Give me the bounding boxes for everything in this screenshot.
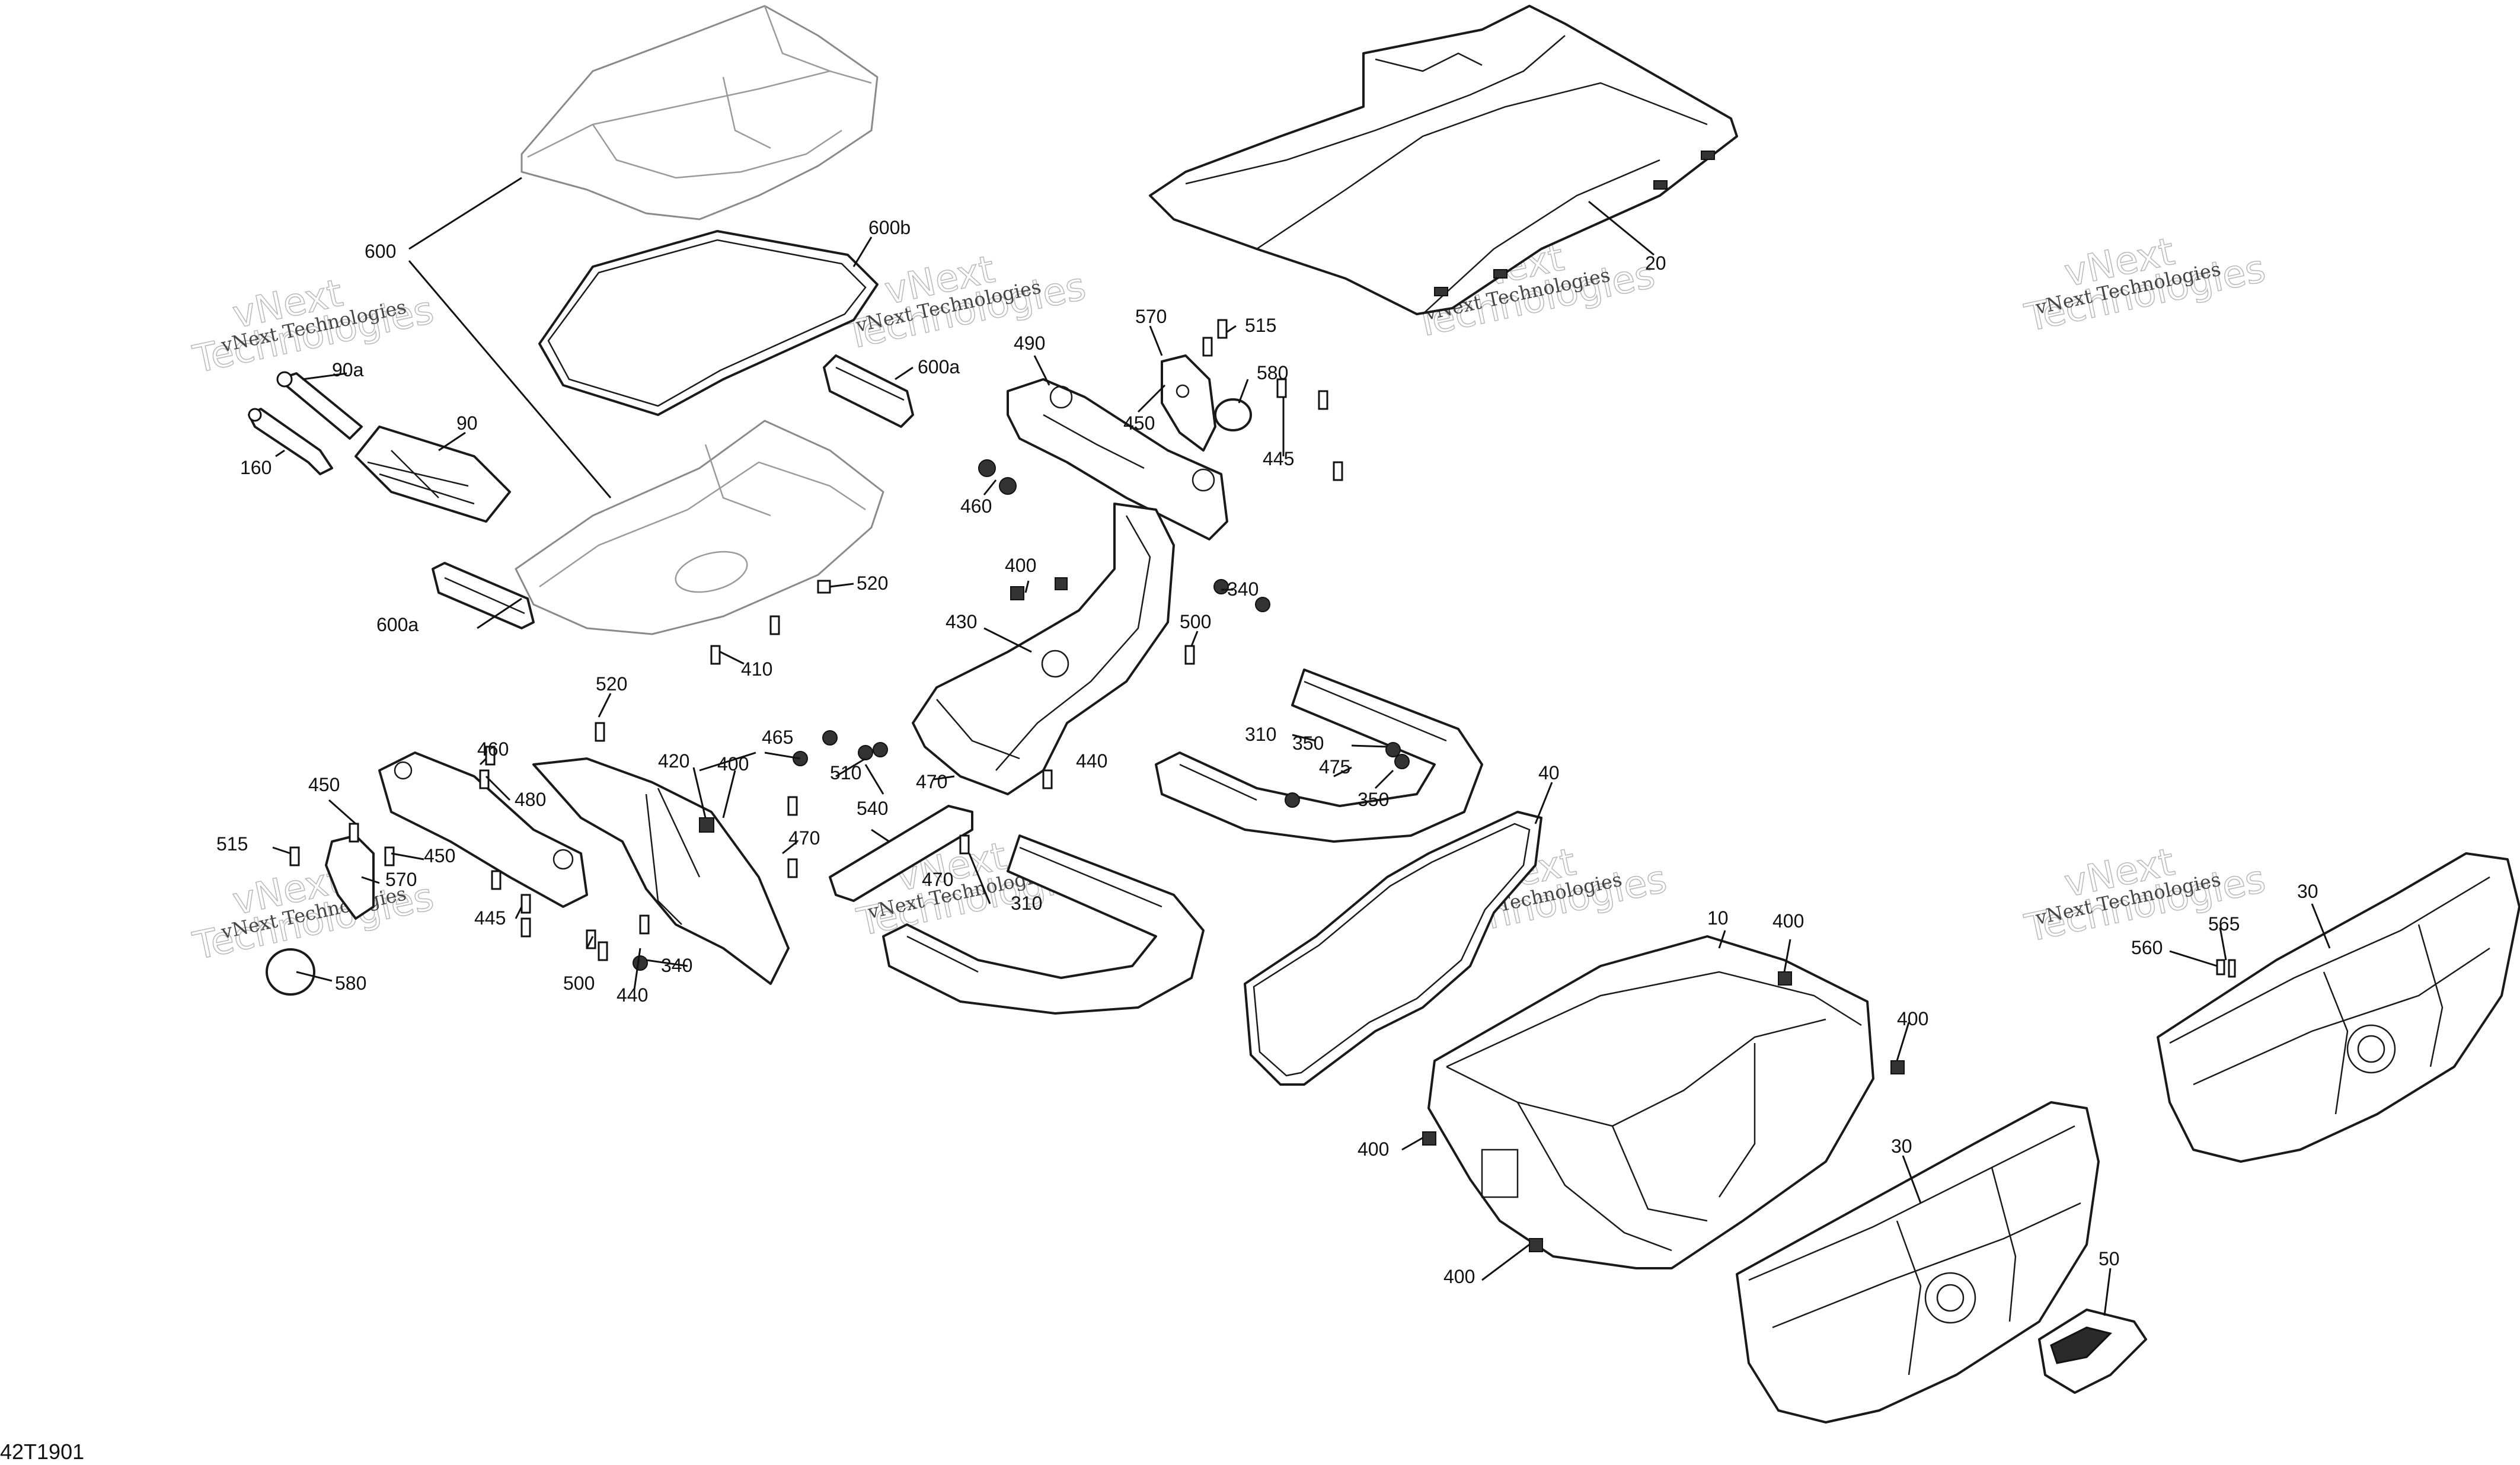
seal-loop — [1244, 811, 1542, 1086]
callout-label: 420 — [658, 750, 689, 772]
watermark-1: vNext Technologies vNext Technologies — [189, 271, 438, 382]
rail-top — [1155, 668, 1483, 843]
callout-label: 580 — [335, 973, 366, 994]
callout-label: 490 — [1014, 332, 1045, 354]
callout-label: 400 — [1897, 1008, 1928, 1029]
callout-label: 430 — [946, 611, 977, 632]
leader-lines — [272, 177, 2331, 1316]
storage-tub — [515, 420, 884, 635]
hardware-group — [289, 319, 2236, 1252]
callout-label: 445 — [474, 907, 506, 929]
callout-label: 560 — [2131, 937, 2163, 958]
callout-label: 450 — [1123, 412, 1155, 434]
callout-labels: 600 600b 600a 600a 90a 90 160 520 520 41… — [216, 217, 2318, 1287]
side-cover-top — [2157, 852, 2520, 1163]
callout-label: 440 — [617, 984, 648, 1006]
callout-label: 570 — [385, 869, 417, 890]
callout-label: 400 — [1443, 1266, 1475, 1287]
storage-lid — [520, 5, 879, 220]
left-bracket — [378, 751, 588, 908]
callout-label: 540 — [857, 798, 888, 819]
callout-label: 510 — [830, 762, 861, 783]
callout-label: 310 — [1011, 893, 1042, 914]
wrench-tool — [248, 408, 333, 475]
callout-label: 340 — [661, 955, 692, 976]
callout-label: 520 — [857, 572, 888, 594]
latch — [2038, 1309, 2147, 1394]
callout-label: 470 — [916, 771, 947, 792]
callout-label: 600a — [918, 356, 960, 378]
callout-label: 50 — [2099, 1248, 2120, 1269]
mount-plate — [829, 805, 973, 902]
callout-label: 580 — [1257, 362, 1288, 383]
callout-label: 350 — [1292, 733, 1324, 754]
callout-label: 465 — [762, 727, 793, 748]
callout-label: 160 — [240, 457, 272, 478]
main-arm — [912, 503, 1175, 795]
callout-label: 520 — [596, 673, 627, 695]
hinge-plate-top — [1161, 354, 1216, 452]
callout-label: 310 — [1245, 724, 1276, 745]
hinge-strip-top — [823, 354, 914, 428]
callout-label: 440 — [1076, 750, 1107, 772]
callout-label: 400 — [717, 753, 749, 775]
callout-label: 90 — [456, 412, 478, 434]
tool-bar — [276, 371, 363, 440]
rack-support-frame — [1149, 5, 1738, 315]
callout-label: 20 — [1645, 252, 1666, 274]
callout-label: 10 — [1707, 907, 1729, 929]
callout-label: 500 — [1180, 611, 1211, 632]
hinge-strip-bottom — [432, 562, 535, 629]
callout-label: 565 — [2208, 913, 2240, 935]
callout-label: 340 — [1227, 578, 1259, 600]
cap-bottom — [266, 948, 315, 996]
tool-kit — [354, 426, 511, 523]
cap-top — [1214, 398, 1252, 431]
callout-label: 350 — [1358, 789, 1389, 810]
rail-bottom — [882, 834, 1205, 1015]
callout-label: 450 — [308, 774, 340, 795]
callout-label: 400 — [1005, 555, 1036, 576]
callout-label: 515 — [1245, 315, 1276, 336]
callout-label: 400 — [1358, 1138, 1389, 1160]
figure-id: 42T1901 — [0, 1440, 84, 1464]
callout-label: 480 — [515, 789, 546, 810]
callout-label: 450 — [424, 845, 455, 866]
callout-label: 470 — [788, 827, 820, 849]
watermark-4: vNext Technologies vNext Technologies — [2021, 229, 2270, 341]
callout-label: 600b — [868, 217, 911, 238]
callout-label: 515 — [216, 833, 248, 855]
callout-label: 470 — [922, 869, 953, 890]
fender-guard — [532, 757, 790, 985]
callout-label: 475 — [1319, 756, 1350, 778]
callout-label: 90a — [332, 359, 364, 380]
callout-label: 570 — [1135, 306, 1167, 327]
callout-label: 30 — [1891, 1135, 1912, 1157]
callout-label: 400 — [1772, 910, 1804, 932]
callout-label: 410 — [741, 658, 772, 680]
side-cover-bottom — [1736, 1101, 2100, 1424]
callout-label: 600 — [365, 241, 396, 262]
callout-label: 460 — [960, 495, 992, 517]
callout-label: 40 — [1538, 762, 1560, 783]
cargo-box — [1427, 935, 1874, 1269]
upper-bracket — [1007, 378, 1228, 540]
callout-label: 445 — [1263, 448, 1294, 469]
callout-label: 460 — [477, 738, 509, 760]
watermark-5: vNext Technologies vNext Technologies — [189, 858, 438, 969]
callout-label: 500 — [563, 973, 595, 994]
callout-label: 600a — [376, 614, 419, 635]
storage-seal — [538, 230, 879, 416]
callout-label: 30 — [2297, 881, 2318, 902]
